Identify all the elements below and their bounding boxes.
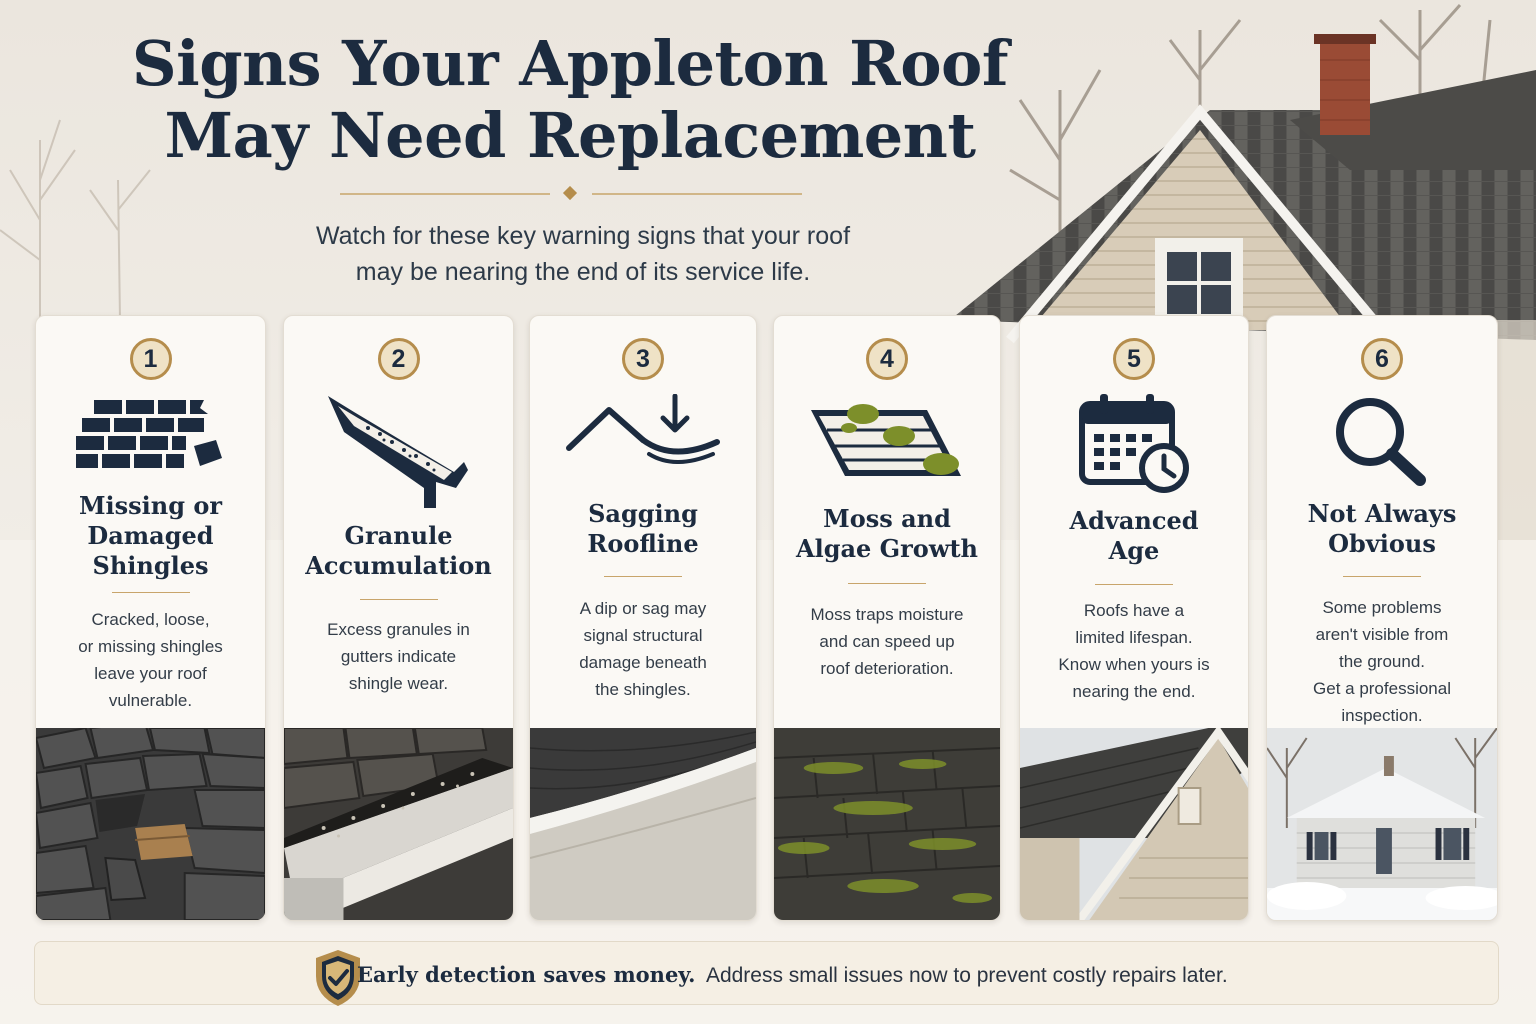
photo-moss-roof	[774, 728, 1000, 920]
card-description-line: Cracked, loose,	[91, 610, 210, 629]
card-description-line: vulnerable.	[108, 691, 193, 710]
card-title-line: Not Always	[1307, 499, 1457, 528]
card-rule	[1095, 584, 1173, 585]
card-sagging-roofline: 3 Sagging Roofline A dip or sag may sign…	[529, 315, 757, 921]
card-number: 1	[129, 338, 172, 380]
footer-bold: Early detection saves money.	[357, 962, 696, 987]
photo-sagging-roof	[530, 728, 756, 920]
card-title-line: Age	[1108, 536, 1160, 565]
card-description-line: Roofs have a	[1083, 601, 1185, 620]
subtitle-line-2: may be nearing the end of its service li…	[355, 258, 811, 286]
page-subtitle: Watch for these key warning signs that y…	[250, 218, 916, 290]
card-description-line: inspection.	[1341, 706, 1423, 725]
card-description-line: or missing shingles	[78, 637, 223, 656]
card-not-always-obvious: 6 Not Always Obvious Some problems aren'…	[1266, 315, 1498, 921]
card-description-line: shingle wear.	[348, 674, 449, 693]
title-line-2: May Need Replacement	[164, 99, 976, 172]
card-title-line: Damaged	[87, 521, 214, 550]
card-description-line: leave your roof	[94, 664, 207, 683]
shield-check-icon	[316, 950, 360, 1006]
card-description: Cracked, loose, or missing shingles leav…	[50, 606, 251, 714]
card-title: Granule Accumulation	[292, 521, 505, 581]
card-title: Not Always Obvious	[1275, 499, 1489, 559]
card-moss-algae: 4 Moss and Algae Growth Moss traps moist…	[773, 315, 1001, 921]
card-title: Sagging Roofline	[538, 499, 748, 559]
card-title-line: Obvious	[1328, 529, 1436, 558]
card-description-line: gutters indicate	[340, 647, 457, 666]
photo-gutter-granules	[284, 728, 513, 920]
missing-shingles-icon	[36, 396, 265, 476]
calendar-clock-icon	[1020, 392, 1248, 494]
card-description-line: the ground.	[1338, 652, 1425, 671]
card-number: 6	[1361, 338, 1403, 380]
card-title-line: Roofline	[587, 529, 699, 558]
card-title-line: Advanced	[1069, 506, 1199, 535]
title-divider	[340, 186, 802, 201]
footer-body: Address small issues now to prevent cost…	[705, 964, 1228, 987]
card-description-line: Get a professional	[1313, 679, 1451, 698]
card-description-line: A dip or sag may	[579, 599, 707, 618]
card-rule	[111, 592, 190, 593]
card-title-line: Accumulation	[305, 551, 492, 580]
card-title-line: Sagging	[588, 499, 698, 528]
gutter-granules-icon	[284, 392, 513, 512]
photo-damaged-shingles	[36, 728, 265, 920]
card-number: 3	[622, 338, 664, 380]
card-description-line: Some problems	[1322, 598, 1442, 617]
card-rule	[1343, 576, 1421, 577]
card-description-line: aren't visible from	[1315, 625, 1449, 644]
page-title: Signs Your Appleton Roof May Need Replac…	[90, 28, 1050, 172]
card-rule	[359, 599, 438, 600]
card-description-line: and can speed up	[819, 632, 955, 651]
card-description-line: limited lifespan.	[1075, 628, 1193, 647]
footer-message: Early detection saves money. Address sma…	[357, 962, 1228, 988]
card-description-line: nearing the end.	[1072, 682, 1196, 701]
card-rule	[848, 583, 926, 584]
card-title-line: Granule	[344, 521, 453, 550]
card-missing-shingles: 1 Missing or Damaged Shingles Cracked, l…	[35, 315, 266, 921]
card-description-line: the shingles.	[595, 680, 691, 699]
card-title-line: Algae Growth	[795, 534, 979, 563]
title-line-1: Signs Your Appleton Roof	[131, 27, 1009, 100]
card-description: A dip or sag may signal structural damag…	[544, 595, 742, 703]
card-description: Roofs have a limited lifespan. Know when…	[1034, 597, 1234, 705]
card-advanced-age: 5 Advanced Age Roofs have a limited life…	[1019, 315, 1249, 921]
card-number: 4	[866, 338, 908, 380]
card-description-line: signal structural	[583, 626, 703, 645]
card-description-line: Know when yours is	[1058, 655, 1210, 674]
card-description: Some problems aren't visible from the gr…	[1281, 594, 1483, 729]
card-description: Moss traps moisture and can speed up roo…	[788, 601, 986, 682]
card-description: Excess granules in gutters indicate shin…	[298, 616, 499, 697]
moss-roof-icon	[774, 400, 1000, 490]
card-number: 2	[377, 338, 420, 380]
card-title-line: Missing or	[78, 491, 223, 520]
card-title-line: Moss and	[823, 504, 951, 533]
card-description-line: Moss traps moisture	[810, 605, 964, 624]
card-number: 5	[1113, 338, 1155, 380]
card-rule	[604, 576, 682, 577]
sagging-roof-icon	[530, 394, 756, 464]
card-title: Advanced Age	[1028, 506, 1240, 566]
photo-old-house-gable	[1020, 728, 1248, 920]
card-description-line: roof deterioration.	[820, 659, 954, 678]
card-title-line: Shingles	[92, 551, 209, 580]
card-title: Moss and Algae Growth	[782, 504, 992, 564]
card-description-line: Excess granules in	[327, 620, 470, 639]
card-description-line: damage beneath	[579, 653, 707, 672]
subtitle-line-1: Watch for these key warning signs that y…	[315, 222, 851, 250]
card-title: Missing or Damaged Shingles	[44, 491, 257, 581]
footer-banner: Early detection saves money. Address sma…	[34, 941, 1499, 1006]
magnifier-icon	[1267, 394, 1497, 490]
card-granule-accumulation: 2 Granule Accumulation Excess granules i…	[283, 315, 514, 921]
photo-snowy-house	[1267, 728, 1497, 920]
